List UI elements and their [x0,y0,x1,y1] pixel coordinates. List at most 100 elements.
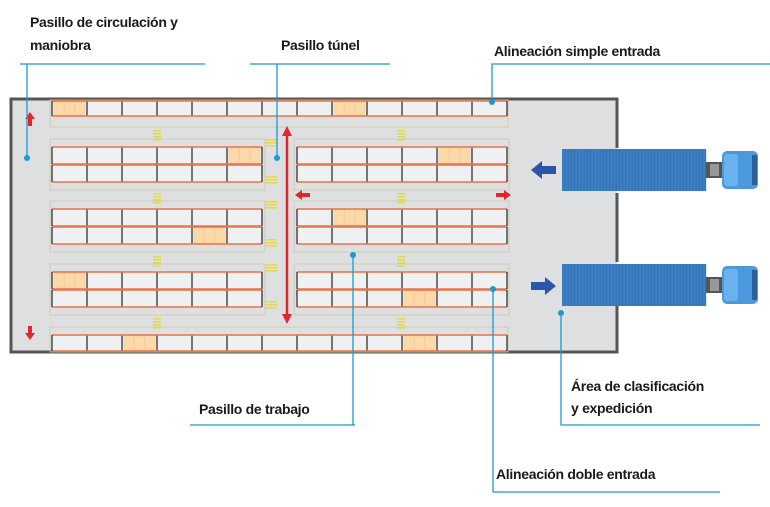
rack-row-base [51,100,508,117]
aisle-marking [397,321,405,323]
label-double-entry-alignment: Alineación doble entrada [496,466,656,482]
arrow-left-icon [295,190,310,200]
aisle-marking [397,259,405,261]
callout-tunnel-aisle-line [250,63,390,158]
pallet [64,101,75,116]
pallet [424,290,436,307]
aisle-marking [265,176,277,178]
aisle-marking [397,199,405,201]
aisle-marking [397,193,405,195]
arrow-up-icon [282,126,292,136]
aisle-marking [397,202,405,204]
truck-windshield [752,270,757,300]
aisle-marking [153,199,161,201]
aisle-marking [153,202,161,204]
aisle-marking [153,318,161,320]
aisle-marking [397,327,405,329]
aisle-marking [397,130,405,132]
aisle-marking [153,256,161,258]
rack-row-bottom-single [51,334,508,352]
pallet [354,209,366,226]
pallet [239,147,250,164]
aisle-marking [397,265,405,267]
arrow-down-icon [25,326,35,340]
aisle-marking [397,262,405,264]
aisle-marking [153,265,161,267]
aisle-marking [265,307,277,309]
aisle-marking [397,136,405,138]
rack-row-row3-upper-left [51,208,263,227]
aisle-marking [153,262,161,264]
pallet [414,290,425,307]
rack-row-row3-lower-right [296,226,508,245]
rack-frame [49,326,509,353]
pallet [53,272,65,289]
aisle-marking [265,145,277,147]
aisle-marking [397,139,405,141]
label-sorting-area-2: y expedición [571,400,653,416]
pallet [403,335,415,351]
aisle-marking [265,267,277,269]
callout-circulation-aisle-line [20,63,205,158]
label-tunnel-aisle: Pasillo túnel [281,37,360,53]
truck-trailer [562,264,706,306]
pallet [414,335,425,351]
rack-row-row2-lower-left [51,164,263,183]
aisle-marking [397,324,405,326]
label-single-entry-alignment: Alineación simple entrada [494,43,660,59]
callout-sorting-area-dot [558,310,564,316]
truck-trailer [562,149,706,191]
callout-single-entry-line [491,63,770,102]
arrow-left-icon [531,161,556,179]
pallet [403,290,415,307]
pallet [214,227,226,244]
pallet [144,335,156,351]
pallet [123,335,135,351]
pallet [438,147,450,164]
pallet [333,209,345,226]
label-circulation-aisle: Pasillo de circulación y [30,14,178,30]
rack-row-row4-lower-left [51,289,263,308]
warehouse-wall [9,97,619,354]
rack-row-row2-upper-left [51,146,263,165]
pallet [134,335,145,351]
truck-hitch-plate [710,164,719,176]
rack-row-row3-lower-left [51,226,263,245]
callout-double-entry-line [492,289,720,493]
rack-row-base [51,334,508,352]
label-work-aisle: Pasillo de trabajo [199,401,310,417]
aisle-marking [397,196,405,198]
aisle-marking [153,193,161,195]
pallet [228,147,240,164]
callout-double-entry-dot [490,286,496,292]
pallet [64,272,75,289]
rack-row-row4-upper-left [51,271,263,290]
pallet [344,101,355,116]
truck-hitch-plate [710,279,719,291]
aisle-marking [265,179,277,181]
aisle-marking [153,327,161,329]
aisle-marking [153,259,161,261]
pallet [204,227,215,244]
rack-row-row2-upper-right [296,146,508,165]
truck-cab-roof [724,154,738,186]
aisle-marking [265,270,277,272]
pallet [333,101,345,116]
arrow-right-icon [531,277,556,295]
aisle-marking [153,136,161,138]
callout-circulation-aisle-dot [24,155,30,161]
pallet [74,272,86,289]
rack-row-top-single [51,100,508,117]
pallet [424,335,436,351]
pallet [344,209,355,226]
pallet [449,147,460,164]
truck-cab-roof [724,269,738,301]
aisle-marking [265,239,277,241]
aisle-marking [153,196,161,198]
aisle-marking [265,242,277,244]
aisle-marking [265,245,277,247]
aisle-marking [265,182,277,184]
callout-single-entry-dot [489,99,495,105]
aisle-marking [153,130,161,132]
